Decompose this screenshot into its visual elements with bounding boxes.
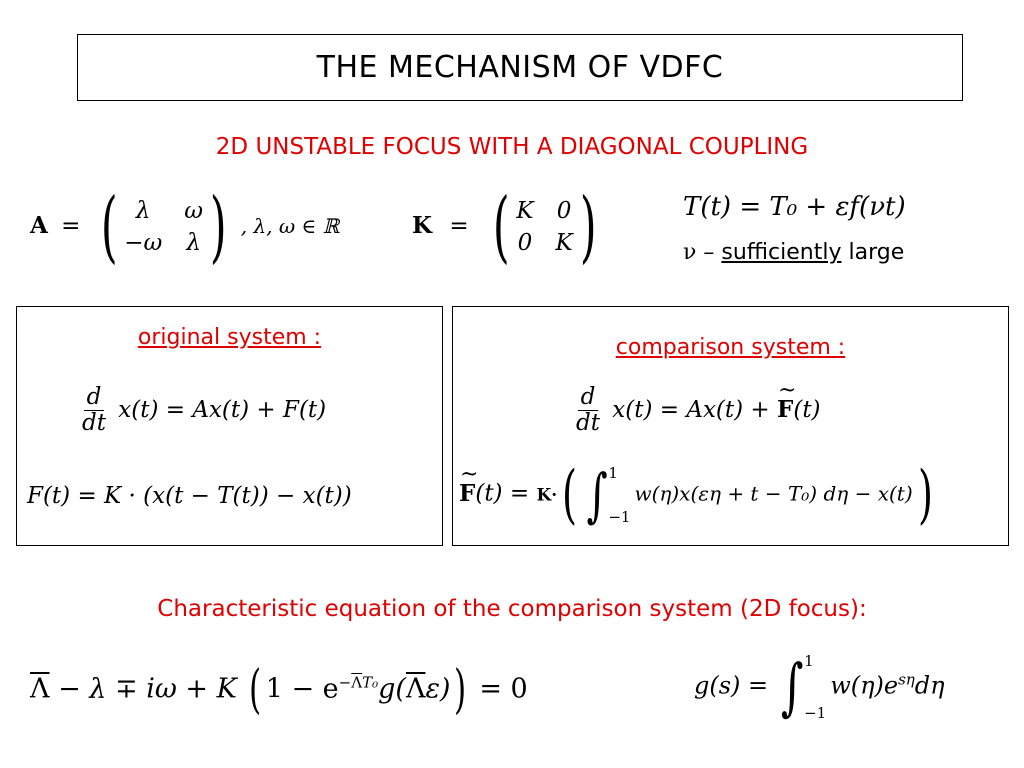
big-right-paren-icon: ) xyxy=(454,660,467,720)
original-system-panel: original system : d dt x(t) = Ax(t) + F(… xyxy=(16,306,443,546)
lambda-bar: Λ xyxy=(30,673,50,705)
comparison-eq1-rhs-a: x(t) = Ax(t) + xyxy=(612,396,777,423)
original-eq1: d dt x(t) = Ax(t) + F(t) xyxy=(79,384,327,437)
lambda-bar: Λ xyxy=(405,673,426,705)
integral-limits: 1 −1 xyxy=(608,464,630,526)
g-exp: sη xyxy=(898,670,915,689)
derivative-frac: d dt xyxy=(79,384,109,437)
char-eq-a: − λ ∓ iω + K xyxy=(49,673,237,705)
matrix-k-lhs: K xyxy=(412,212,432,239)
original-eq2: F(t) = K · (x(t − T(t)) − x(t)) xyxy=(27,483,352,509)
exp-t0: T₀ xyxy=(362,673,379,692)
integral-icon: ∫ xyxy=(586,461,608,529)
g-deta: dη xyxy=(914,671,945,700)
matrix-k-equation: K = ( K 0 0 K ) xyxy=(412,188,603,266)
nu-note: ν – sufficiently large xyxy=(683,240,904,265)
g-integrand: w(η)e xyxy=(830,671,899,700)
nu-symbol: ν – xyxy=(683,240,715,265)
matrix-k-cell: K xyxy=(516,198,534,224)
subtitle: 2D UNSTABLE FOCUS WITH A DIAGONAL COUPLI… xyxy=(215,134,809,160)
char-eq-b: 1 − e xyxy=(265,673,339,705)
char-eq-e: = 0 xyxy=(470,673,528,705)
comparison-eq2-a: (t) = xyxy=(475,480,537,507)
matrix-a-cell: λ xyxy=(135,198,151,224)
matrix-a-cell: −ω xyxy=(124,230,163,256)
comparison-system-label: comparison system : xyxy=(615,335,846,360)
matrix-a-cell: ω xyxy=(184,198,203,224)
matrix-k-cell: K xyxy=(555,230,573,256)
integral-lower: −1 xyxy=(608,508,631,526)
g-lhs: g(s) = xyxy=(694,671,776,700)
comparison-eq2-k: K· xyxy=(536,485,558,506)
frac-num: d xyxy=(577,384,599,412)
integral-icon: ∫ xyxy=(780,650,804,723)
matrix-a-condition: , λ, ω ∈ ℝ xyxy=(240,214,340,238)
char-eq-c: g( xyxy=(378,673,406,705)
derivative-frac: d dt xyxy=(573,384,603,437)
page-title: THE MECHANISM OF VDFC xyxy=(316,50,724,85)
comparison-eq1-rhs-b: (t) xyxy=(793,396,821,423)
integral-limits: 1 −1 xyxy=(804,652,826,722)
big-right-paren-icon: ) xyxy=(917,458,933,532)
integral-upper: 1 xyxy=(608,464,618,482)
comparison-eq2: F(t) = K·(∫1 −1w(η)x(εη + t − T₀) dη − x(… xyxy=(459,458,938,532)
matrix-a-cells: λ ω −ω λ xyxy=(124,198,203,256)
left-paren-icon: ( xyxy=(100,182,118,272)
right-paren-icon: ) xyxy=(209,182,227,272)
frac-num: d xyxy=(83,384,105,412)
matrix-a-lhs: A xyxy=(30,212,48,239)
right-paren-icon: ) xyxy=(579,182,597,272)
big-left-paren-icon: ( xyxy=(249,660,262,720)
matrix-k: ( K 0 0 K ) xyxy=(486,188,603,266)
original-system-label: original system : xyxy=(137,325,322,350)
matrix-k-cell: 0 xyxy=(556,198,572,224)
big-left-paren-icon: ( xyxy=(562,458,578,532)
f-tilde: F xyxy=(459,462,479,507)
frac-den: dt xyxy=(82,410,106,437)
matrix-k-cell: 0 xyxy=(517,230,533,256)
integral-lower: −1 xyxy=(804,704,827,722)
matrix-a: ( λ ω −ω λ ) xyxy=(94,188,234,266)
title-box: THE MECHANISM OF VDFC xyxy=(77,34,963,101)
comparison-eq1: d dt x(t) = Ax(t) + F(t) xyxy=(573,378,821,437)
matrix-a-cell: λ xyxy=(186,230,201,256)
nu-rest: large xyxy=(848,240,905,265)
characteristic-heading: Characteristic equation of the compariso… xyxy=(157,596,867,622)
matrix-k-cells: K 0 0 K xyxy=(516,198,572,256)
matrix-a-equation: A = ( λ ω −ω λ ) , λ, ω ∈ ℝ xyxy=(30,188,339,266)
delay-formula: T(t) = T₀ + εf(νt) xyxy=(683,192,906,222)
characteristic-equation: Λ − λ ∓ iω + K (1 − e−ΛT₀g(Λε)) = 0 xyxy=(30,660,528,720)
comparison-system-panel: comparison system : d dt x(t) = Ax(t) + … xyxy=(452,306,1009,546)
left-paren-icon: ( xyxy=(492,182,510,272)
exp-lambda-bar: Λ xyxy=(351,673,363,692)
original-eq1-rhs: x(t) = Ax(t) + F(t) xyxy=(118,396,327,423)
integral-upper: 1 xyxy=(804,652,814,670)
frac-den: dt xyxy=(576,410,600,437)
f-tilde: F xyxy=(777,378,797,423)
matrix-a-eq: = xyxy=(61,213,81,239)
char-eq-d: ε) xyxy=(425,673,451,705)
nu-emph: sufficiently xyxy=(721,240,842,265)
comparison-eq2-integrand: w(η)x(εη + t − T₀) dη − x(t) xyxy=(634,481,913,506)
matrix-k-eq: = xyxy=(449,213,469,239)
